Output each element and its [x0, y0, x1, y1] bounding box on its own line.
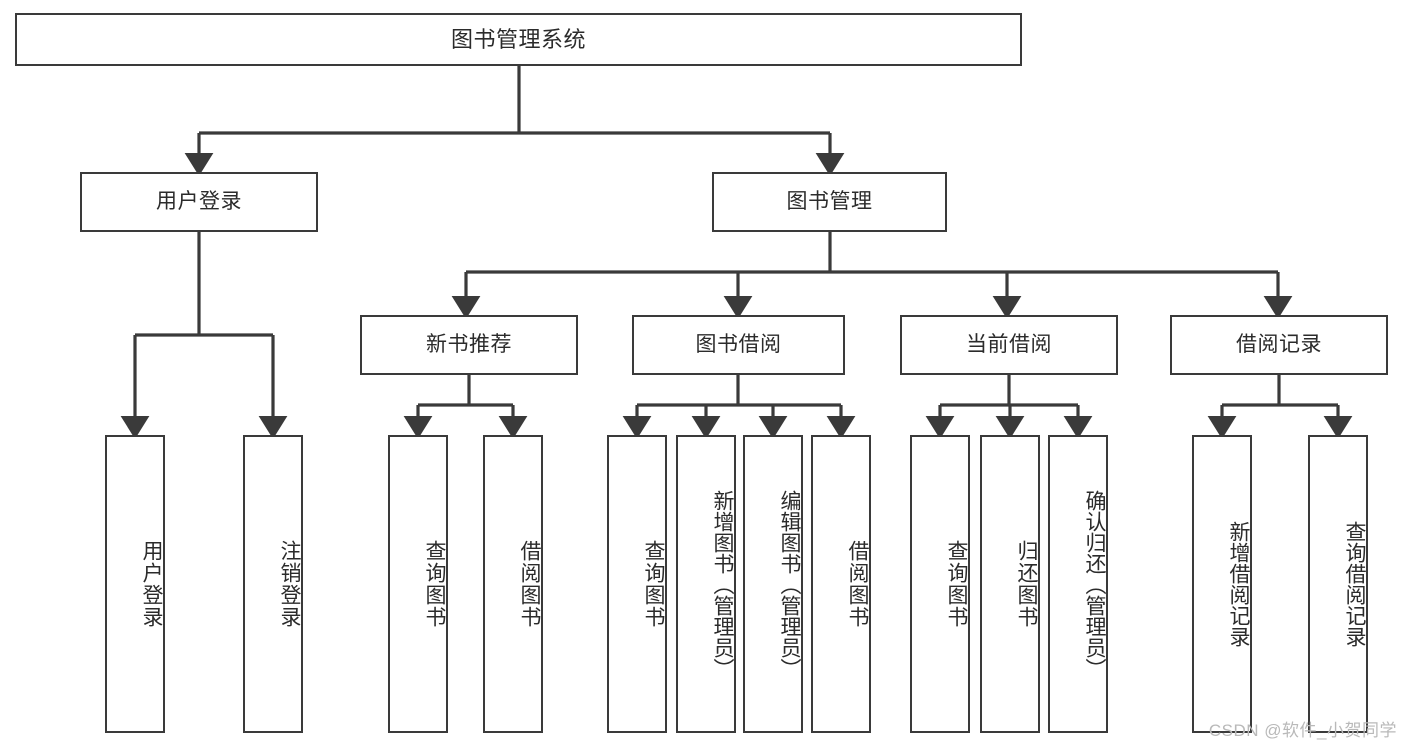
leaf-add-record[interactable]: 新增借阅记录 [1192, 435, 1252, 733]
leaf-edit-book[interactable]: 编辑图书（管理员） [743, 435, 803, 733]
leaf-query-record[interactable]: 查询借阅记录 [1308, 435, 1368, 733]
watermark-label: CSDN @软件_小贺同学 [1208, 721, 1397, 740]
leaf-return-book[interactable]: 归还图书 [980, 435, 1040, 733]
node-user-login[interactable]: 用户登录 [80, 172, 318, 232]
node-borrowing-record[interactable]: 借阅记录 [1170, 315, 1388, 375]
leaf-query-book-cur[interactable]: 查询图书 [910, 435, 970, 733]
node-book-management[interactable]: 图书管理 [712, 172, 947, 232]
leaf-borrow-book-rec[interactable]: 借阅图书 [483, 435, 543, 733]
node-new-book-recommendation[interactable]: 新书推荐 [360, 315, 578, 375]
leaf-query-book-bor[interactable]: 查询图书 [607, 435, 667, 733]
leaf-query-book-rec[interactable]: 查询图书 [388, 435, 448, 733]
node-book-borrowing[interactable]: 图书借阅 [632, 315, 845, 375]
leaf-add-book[interactable]: 新增图书（管理员） [676, 435, 736, 733]
leaf-logout[interactable]: 注销登录 [243, 435, 303, 733]
leaf-confirm-return[interactable]: 确认归还（管理员） [1048, 435, 1108, 733]
leaf-user-login[interactable]: 用户登录 [105, 435, 165, 733]
node-root-system[interactable]: 图书管理系统 [15, 13, 1022, 66]
node-current-borrowing[interactable]: 当前借阅 [900, 315, 1118, 375]
leaf-borrow-book-bor[interactable]: 借阅图书 [811, 435, 871, 733]
